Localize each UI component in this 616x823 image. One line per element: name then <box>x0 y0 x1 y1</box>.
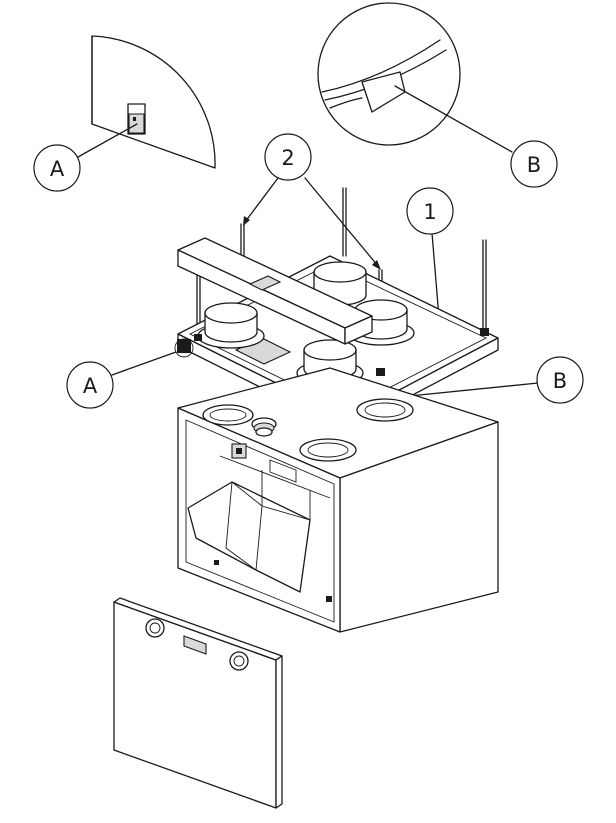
callout-b-detail-label: B <box>527 153 541 177</box>
callout-b-lower: B <box>352 356 584 414</box>
detail-view-b <box>317 2 513 153</box>
mounting-bracket <box>177 237 373 345</box>
front-cover-panel <box>113 597 283 809</box>
callout-a-lower: A <box>66 338 194 409</box>
duct-collars <box>197 261 415 386</box>
callout-b-lower-label: B <box>553 369 567 393</box>
main-housing <box>177 367 499 633</box>
callout-a-detail: A <box>33 144 81 192</box>
callout-a-detail-label: A <box>50 157 65 181</box>
callout-2-label: 2 <box>281 146 294 170</box>
detail-view-a <box>77 35 216 169</box>
callout-a-lower-label: A <box>83 374 98 398</box>
callout-b-detail: B <box>510 140 558 188</box>
callout-2: 2 <box>243 133 381 270</box>
callout-1-label: 1 <box>423 200 436 224</box>
